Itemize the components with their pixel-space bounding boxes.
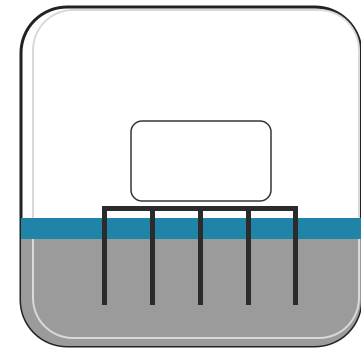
piles [102,206,298,305]
pile [102,206,107,305]
pile [246,206,251,305]
pile [293,206,298,305]
building-block [130,120,272,202]
pile [150,206,155,305]
water-band [21,218,361,239]
pile [198,206,203,305]
ground-layer [21,239,361,346]
ground-inner-edge [32,9,360,339]
